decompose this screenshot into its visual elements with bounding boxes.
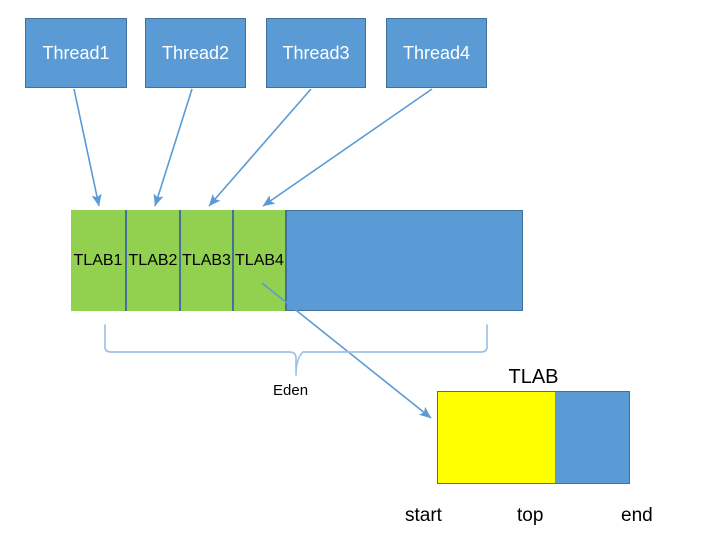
- thread-box-4: Thread4: [386, 18, 487, 88]
- thread-box-4-label: Thread4: [402, 43, 471, 63]
- arrow-thread4-to-tlab4: [262, 88, 433, 207]
- thread-box-1: Thread1: [25, 18, 127, 88]
- tlab-marker-start: start: [405, 505, 442, 526]
- eden-brace-label: Eden: [273, 382, 309, 399]
- arrow-thread3-to-tlab3: [208, 88, 312, 207]
- eden-tlab-cell-1: TLAB1: [71, 210, 127, 311]
- thread-box-3-label: Thread3: [282, 43, 350, 63]
- thread-box-1-label: Thread1: [42, 43, 110, 63]
- tlab-detail-used-region: [438, 392, 555, 483]
- thread-box-2: Thread2: [145, 18, 246, 88]
- eden-tlab-cell-3-label: TLAB3: [182, 251, 231, 269]
- thread-box-2-label: Thread2: [161, 43, 230, 63]
- eden-tlab-cell-4: TLAB4: [234, 210, 287, 311]
- thread-box-3: Thread3: [266, 18, 366, 88]
- tlab-marker-end: end: [621, 505, 653, 526]
- eden-tlab-cell-1-label: TLAB1: [73, 251, 123, 269]
- eden-tlab-cell-2-label: TLAB2: [128, 251, 178, 269]
- eden-tlab-cell-4-label: TLAB4: [235, 251, 284, 269]
- eden-tlab-cell-2: TLAB2: [127, 210, 181, 311]
- tlab-detail-title: TLAB: [508, 366, 559, 388]
- eden-brace: [104, 324, 488, 376]
- tlab-marker-top: top: [517, 505, 544, 526]
- arrow-thread2-to-tlab2: [153, 88, 193, 207]
- arrow-thread1-to-tlab1: [73, 88, 102, 207]
- eden-tlab-cell-3: TLAB3: [181, 210, 234, 311]
